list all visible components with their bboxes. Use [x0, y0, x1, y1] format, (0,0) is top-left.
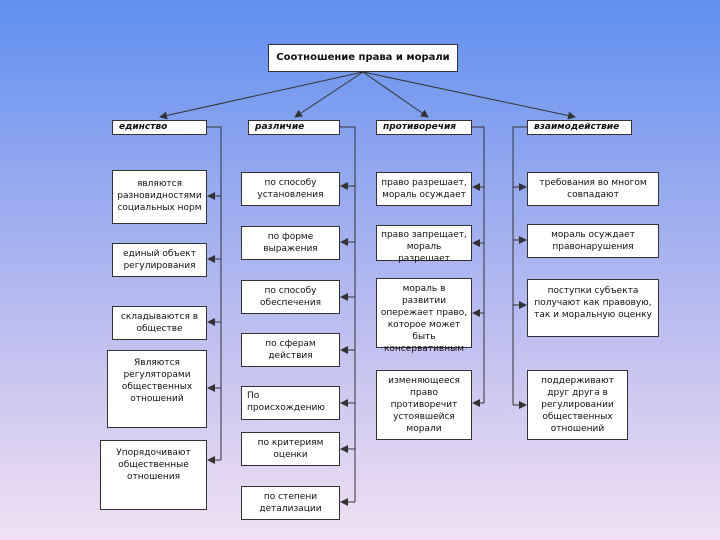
interaction-item-3: поступки субъекта получают как правовую,… [527, 279, 659, 337]
interaction-item-4: поддерживают друг друга в регулировании … [527, 370, 628, 440]
difference-item-2: по форме выражения [241, 226, 340, 260]
header-interaction: взаимодействие [527, 120, 632, 135]
contradiction-item-3: мораль в развитии опережает право, котор… [376, 278, 472, 354]
header-difference: различие [248, 120, 340, 135]
diagram-title: Соотношение права и морали [268, 44, 458, 72]
contradiction-item-4: изменяющееся право противоречит устоявше… [376, 370, 472, 440]
unity-item-1: являются разновидностями социальных норм [112, 170, 207, 224]
contradiction-item-1: право разрешает, мораль осуждает [376, 172, 472, 206]
difference-item-5: По происхождению [241, 386, 340, 420]
unity-item-4: Являются регуляторами общественных отнош… [107, 350, 207, 428]
difference-item-3: по способу обеспечения [241, 280, 340, 314]
interaction-item-1: требования во многом совпадают [527, 172, 659, 206]
difference-item-6: по критериям оценки [241, 432, 340, 466]
contradiction-item-2: право запрещает, мораль разрешает [376, 225, 472, 264]
header-unity: единство [112, 120, 207, 135]
unity-item-5: Упорядочивают общественные отношения [100, 440, 207, 510]
difference-item-1: по способу установления [241, 172, 340, 206]
difference-item-7: по степени детализации [241, 486, 340, 520]
header-contradictions: противоречия [376, 120, 472, 135]
unity-item-3: складываются в обществе [112, 306, 207, 340]
unity-item-2: единый объект регулирования [112, 243, 207, 277]
difference-item-4: по сферам действия [241, 333, 340, 367]
interaction-item-2: мораль осуждает правонарушения [527, 224, 659, 258]
